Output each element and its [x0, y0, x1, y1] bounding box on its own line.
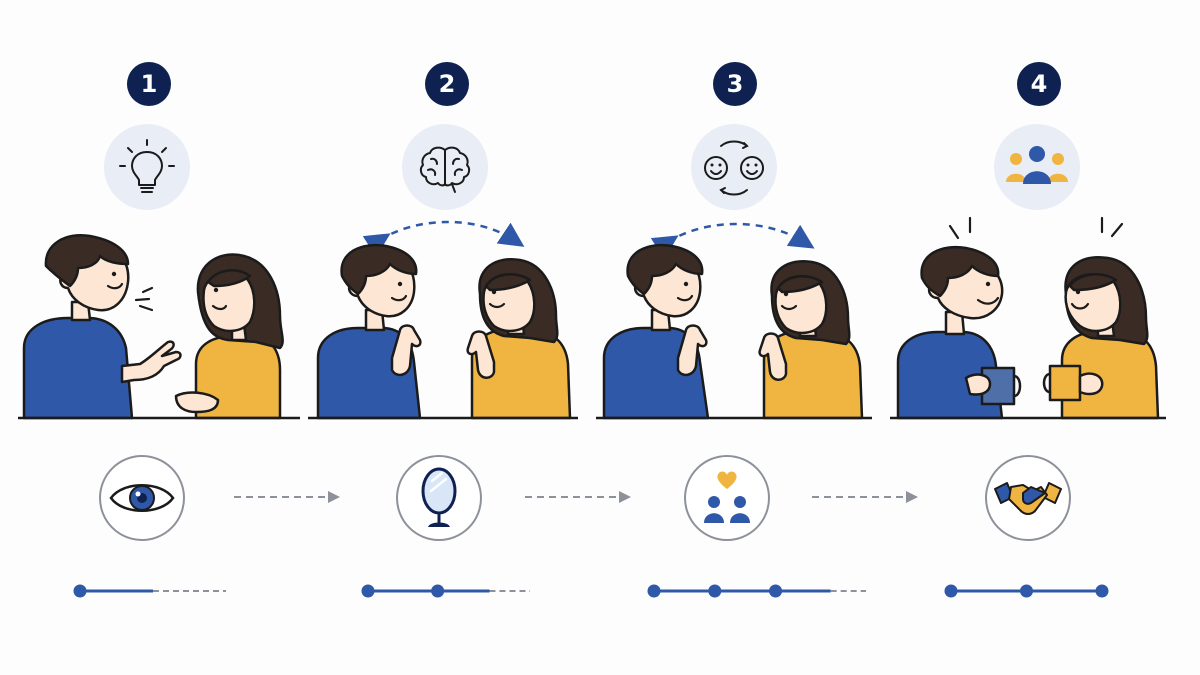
- scene-2-reflecting: [308, 218, 578, 422]
- step-4-number: 4: [1017, 62, 1061, 106]
- lightbulb-icon: [104, 124, 190, 210]
- progress-4-dot-1: [944, 584, 958, 598]
- progress-3-dot-3: [769, 584, 783, 598]
- progress-1-dot-1: [73, 584, 87, 598]
- progress-2-dot-2: [431, 584, 445, 598]
- smiley-exchange-icon: [691, 124, 777, 210]
- scene-3-empathizing: [596, 218, 872, 422]
- brain-icon: [402, 124, 488, 210]
- scene-1-speaking: [18, 230, 300, 422]
- step-1-number: 1: [127, 62, 171, 106]
- group-icon: [994, 124, 1080, 210]
- arrow-3-to-4: [812, 491, 918, 503]
- mirror-icon: [396, 455, 482, 541]
- progress-2-dot-1: [361, 584, 375, 598]
- progress-3-dot-1: [647, 584, 661, 598]
- arrow-1-to-2: [234, 491, 340, 503]
- progress-4-dot-2: [1020, 584, 1033, 598]
- heart-people-icon: [684, 455, 770, 541]
- progress-3-dot-2: [708, 584, 722, 598]
- step-2-number: 2: [425, 62, 469, 106]
- scene-4-connecting: [890, 210, 1166, 422]
- arrow-2-to-3: [525, 491, 631, 503]
- step-3-number: 3: [713, 62, 757, 106]
- progress-4-dot-3: [1095, 584, 1109, 598]
- handshake-icon: [985, 455, 1071, 541]
- eye-icon: [99, 455, 185, 541]
